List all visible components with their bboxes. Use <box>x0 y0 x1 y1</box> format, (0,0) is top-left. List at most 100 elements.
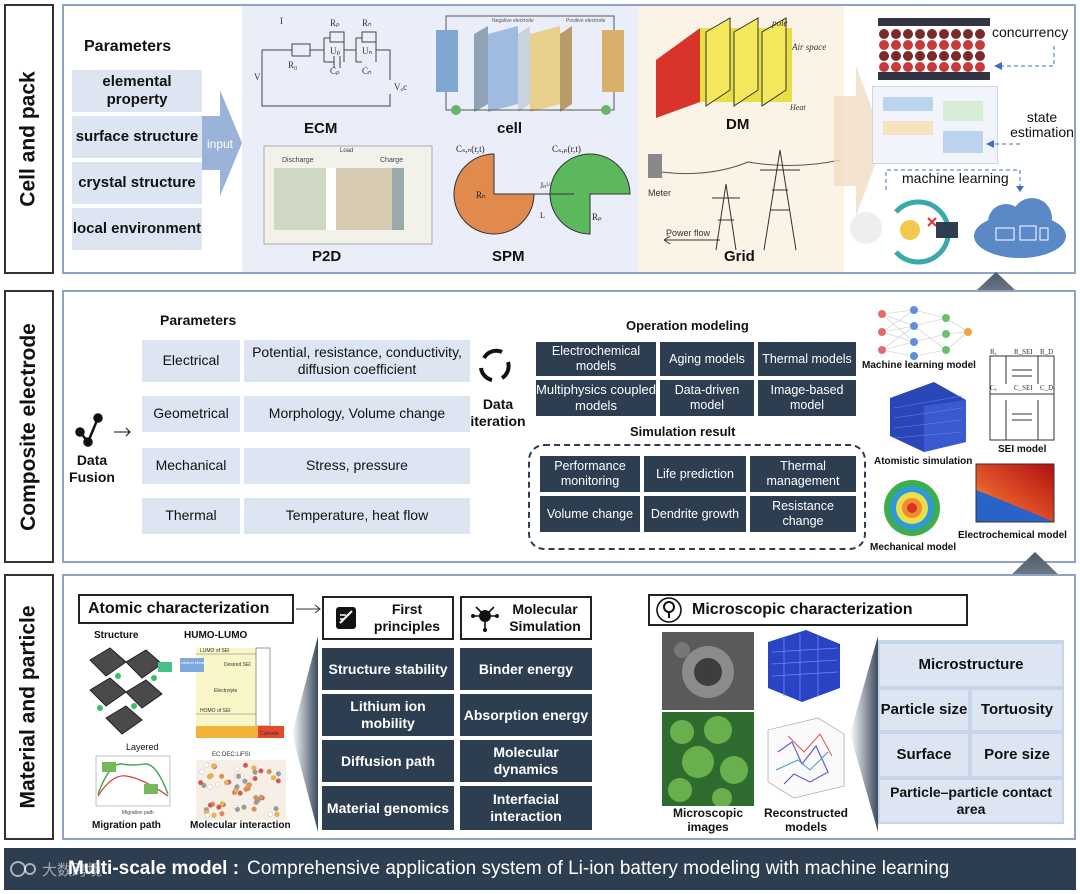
footer-text: Comprehensive application system of Li-i… <box>247 858 949 880</box>
sim-dendrite-growth: Dendrite growth <box>644 496 746 532</box>
svg-text:Vₒc: Vₒc <box>394 82 407 92</box>
ms-molecular-dynamics: Molecular dynamics <box>460 740 592 782</box>
svg-text:Rₙ: Rₙ <box>476 190 486 200</box>
prop-tortuosity: Tortuosity <box>972 690 1062 730</box>
structure-label: Structure <box>94 630 138 641</box>
param-surface-structure: surface structure <box>72 116 202 158</box>
humo-lumo-diagram: LUMO of SEI Lithium Metal Desired SEI El… <box>176 644 288 742</box>
cell-label: cell <box>497 120 522 137</box>
svg-text:I: I <box>280 16 283 26</box>
operation-modeling-title: Operation modeling <box>626 318 749 333</box>
param-name-mechanical: Mechanical <box>142 448 240 484</box>
battery-pack-image <box>868 10 996 86</box>
dm-diagram: pole Air space Heat <box>642 10 840 122</box>
watermark: 大数跨境 <box>8 858 102 880</box>
migration-path-plot: Migration path <box>86 754 172 816</box>
svg-text:Desired SEI: Desired SEI <box>224 662 251 668</box>
svg-text:Electrolyte: Electrolyte <box>214 688 238 694</box>
svg-text:Air space: Air space <box>791 42 826 52</box>
ecm-circuit-diagram: I Rₚ Rₙ R₀ Uₚ Uₙ Cₚ Cₙ V Vₒc <box>252 10 412 114</box>
cell-parameters-title: Parameters <box>84 38 171 56</box>
svg-text:Rₙ: Rₙ <box>362 18 372 28</box>
first-principles-icon <box>332 603 362 633</box>
reconstructed-model-image-2 <box>758 712 848 800</box>
ml-loop-illustration <box>840 192 970 266</box>
prop-particle-size: Particle size <box>880 690 968 730</box>
sim-volume-change: Volume change <box>540 496 640 532</box>
separator-chevron <box>292 636 318 832</box>
svg-text:R_SEI: R_SEI <box>1014 348 1033 356</box>
reconstructed-model-image-1 <box>760 626 844 706</box>
microscopic-characterization-title: Microscopic characterization <box>692 601 913 619</box>
svg-text:Migration path: Migration path <box>122 810 154 816</box>
migration-path-label: Migration path <box>92 820 161 831</box>
svg-text:R₀: R₀ <box>288 60 297 70</box>
molecular-simulation-title-box: Molecular Simulation <box>460 596 592 640</box>
svg-text:Cₚ: Cₚ <box>330 66 340 76</box>
param-crystal-structure: crystal structure <box>72 162 202 204</box>
molecular-interaction-label: Molecular interaction <box>190 820 291 831</box>
arrow-right-icon <box>296 602 324 616</box>
param-elemental-property: elemental property <box>72 70 202 112</box>
electrochemical-model-label: Electrochemical model <box>958 530 1067 541</box>
electrochemical-model-image <box>972 460 1058 532</box>
p2d-diagram: Discharge Charge Load <box>260 142 436 248</box>
svg-text:C_D: C_D <box>1040 384 1053 392</box>
data-fusion-label: Data Fusion <box>68 452 116 486</box>
op-data-driven-model: Data-driven model <box>660 380 754 416</box>
first-principles-title: First principles <box>362 601 452 635</box>
ms-absorption-energy: Absorption energy <box>460 694 592 736</box>
svg-text:Cₙ: Cₙ <box>362 66 372 76</box>
prop-surface: Surface <box>880 734 968 776</box>
svg-text:Lithium Metal: Lithium Metal <box>181 660 205 665</box>
fp-diffusion-path: Diffusion path <box>322 740 454 782</box>
param-local-environment: local environment <box>72 208 202 250</box>
svg-text:Charge: Charge <box>380 157 403 164</box>
atomistic-simulation-image <box>884 378 970 454</box>
svg-text:L: L <box>540 211 545 220</box>
microscopic-characterization-title-box: Microscopic characterization <box>648 594 968 626</box>
op-multiphysics-models: Multiphysics coupled models <box>536 380 656 416</box>
input-label: input <box>207 137 234 151</box>
svg-text:Rₐ: Rₐ <box>990 348 997 356</box>
svg-text:pole: pole <box>771 18 788 28</box>
layer-label-composite: Composite electrode <box>4 290 54 563</box>
ecm-label: ECM <box>304 120 337 137</box>
svg-text:Meter: Meter <box>648 188 671 198</box>
layered-structure-image <box>76 642 186 742</box>
svg-text:Cₛ,ₙ(r,t): Cₛ,ₙ(r,t) <box>456 144 485 154</box>
cell-pack-panel: Parameters elemental property surface st… <box>62 4 1076 274</box>
layer-label-cell: Cell and pack <box>4 4 54 274</box>
ml-network-image <box>872 304 976 360</box>
svg-text:Power flow: Power flow <box>666 228 711 238</box>
data-fusion-icon <box>74 412 144 452</box>
sem-image-2 <box>662 712 754 806</box>
p2d-label: P2D <box>312 248 341 265</box>
reconstructed-models-label: Reconstructed models <box>754 806 858 835</box>
svg-text:Jₙᴸⁱ: Jₙᴸⁱ <box>540 181 551 190</box>
param-value-mechanical: Stress, pressure <box>244 448 470 484</box>
sim-resistance-change: Resistance change <box>750 496 856 532</box>
sim-thermal-management: Thermal management <box>750 456 856 492</box>
svg-text:LUMO of SEI: LUMO of SEI <box>200 648 229 654</box>
op-image-based-model: Image-based model <box>758 380 856 416</box>
sei-model-label: SEI model <box>998 444 1046 455</box>
humo-lumo-label: HUMO-LUMO <box>184 630 247 641</box>
svg-text:Cₛ,ₚ(r,t): Cₛ,ₚ(r,t) <box>552 144 581 154</box>
svg-text:V: V <box>254 72 261 82</box>
microscopic-images-label: Microscopic images <box>658 806 758 835</box>
data-iteration-icon <box>476 346 514 384</box>
dashed-connector <box>994 46 1074 86</box>
ml-dashed-connector <box>876 166 1026 192</box>
fp-lithium-ion-mobility: Lithium ion mobility <box>322 694 454 736</box>
mechanical-model-label: Mechanical model <box>870 542 956 553</box>
param-value-thermal: Temperature, heat flow <box>244 498 470 534</box>
sem-image-1 <box>662 632 754 710</box>
op-electrochemical-models: Electrochemical models <box>536 342 656 376</box>
svg-text:Negative electrode: Negative electrode <box>492 18 534 24</box>
ms-interfacial-interaction: Interfacial interaction <box>460 786 592 830</box>
composite-parameters-title: Parameters <box>160 312 236 328</box>
molecular-interaction-image: EC:DEC:LiFSI <box>196 750 286 820</box>
data-iteration-label: Data iteration <box>466 396 530 430</box>
svg-text:Cₐ: Cₐ <box>990 384 997 392</box>
